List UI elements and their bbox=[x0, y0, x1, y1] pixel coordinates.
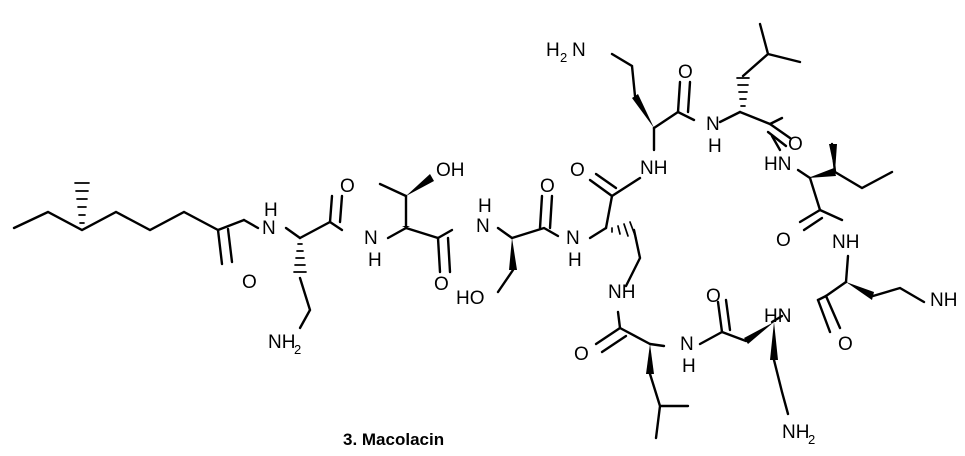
svg-text:O: O bbox=[434, 274, 449, 295]
svg-text:H: H bbox=[708, 136, 722, 157]
svg-text:HN: HN bbox=[764, 154, 791, 175]
svg-text:NH: NH bbox=[782, 422, 809, 443]
svg-text:H: H bbox=[682, 356, 696, 377]
svg-text:O: O bbox=[776, 230, 791, 251]
svg-text:2: 2 bbox=[808, 432, 815, 447]
svg-text:N: N bbox=[572, 40, 586, 61]
svg-text:N: N bbox=[262, 218, 276, 239]
atom-labels: O N H O N H OH O N H O HO N H NH 2 O NH … bbox=[242, 40, 957, 447]
svg-text:N: N bbox=[566, 228, 580, 249]
svg-text:2: 2 bbox=[294, 342, 301, 357]
svg-text:O: O bbox=[574, 344, 589, 365]
svg-text:N: N bbox=[680, 334, 694, 355]
svg-text:N: N bbox=[364, 228, 378, 249]
ile-residue bbox=[796, 142, 894, 232]
methyl-hash-fa bbox=[74, 182, 90, 224]
svg-text:2: 2 bbox=[560, 50, 567, 65]
svg-text:HO: HO bbox=[456, 288, 485, 309]
svg-text:H: H bbox=[478, 196, 492, 217]
svg-text:O: O bbox=[838, 334, 853, 355]
svg-text:H: H bbox=[546, 40, 560, 61]
svg-text:H: H bbox=[264, 200, 278, 221]
dab1-residue bbox=[284, 194, 344, 330]
svg-text:NH: NH bbox=[640, 158, 667, 179]
svg-text:NH: NH bbox=[268, 332, 295, 353]
svg-text:O: O bbox=[706, 286, 721, 307]
svg-text:H: H bbox=[368, 250, 382, 271]
fatty-acid-chain bbox=[12, 182, 260, 266]
svg-text:N: N bbox=[476, 216, 490, 237]
svg-text:NH: NH bbox=[832, 232, 859, 253]
svg-text:H: H bbox=[568, 250, 582, 271]
svg-text:O: O bbox=[340, 176, 355, 197]
svg-text:NH: NH bbox=[930, 290, 957, 311]
svg-text:OH: OH bbox=[436, 160, 465, 181]
ser-residue bbox=[496, 194, 560, 294]
svg-text:O: O bbox=[540, 176, 555, 197]
leu-hash bbox=[736, 77, 750, 107]
dab-right-residue bbox=[816, 254, 926, 334]
thr-residue bbox=[378, 174, 454, 274]
svg-text:O: O bbox=[678, 62, 693, 83]
svg-text:N: N bbox=[706, 114, 720, 135]
svg-text:O: O bbox=[788, 134, 803, 155]
svg-text:HN: HN bbox=[764, 306, 791, 327]
ring-bottom bbox=[594, 298, 790, 440]
svg-text:O: O bbox=[242, 272, 257, 293]
dab2-side-hash bbox=[611, 221, 637, 239]
svg-text:O: O bbox=[570, 160, 585, 181]
svg-text:NH: NH bbox=[608, 282, 635, 303]
compound-caption: 3. Macolacin bbox=[343, 430, 444, 449]
dab1-side-hash bbox=[293, 243, 307, 273]
ring-upper bbox=[610, 22, 802, 152]
dab2-residue bbox=[588, 172, 642, 288]
